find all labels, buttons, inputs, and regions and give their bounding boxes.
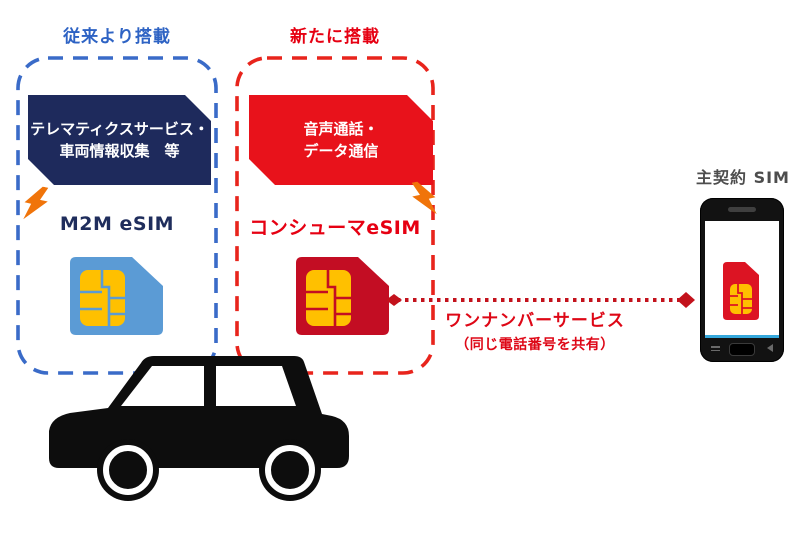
one-number-service-line2: （同じ電話番号を共有） <box>455 337 615 353</box>
new-group-dashed-outline <box>235 56 435 375</box>
phone-home-button <box>729 343 755 356</box>
voice-data-line2: データ通信 <box>303 142 379 160</box>
legacy-group-header: 従来より搭載 <box>63 27 171 47</box>
telematics-service-line1: テレマティクスサービス・ <box>30 119 209 138</box>
lightning-icon <box>23 186 49 220</box>
main-contract-sim-label: 主契約 SIM <box>696 168 790 187</box>
m2m-sim-card-icon <box>70 257 163 335</box>
m2m-esim-label: M2M eSIM <box>59 213 175 235</box>
car-icon <box>49 356 349 501</box>
phone-sim-card-icon <box>723 262 759 320</box>
one-number-service-label: ワンナンバーサービス （同じ電話番号を共有） <box>430 306 640 354</box>
one-number-service-line1: ワンナンバーサービス <box>445 311 625 331</box>
one-number-dotted-arrow <box>386 292 695 308</box>
legacy-group-dashed-outline <box>16 56 218 375</box>
phone-menu-icon <box>711 346 720 351</box>
voice-data-service-box: 音声通話・ データ通信 <box>249 95 433 185</box>
smartphone <box>700 198 784 362</box>
new-group-header: 新たに搭載 <box>290 27 380 47</box>
consumer-sim-card-icon <box>296 257 389 335</box>
voice-data-line1: 音声通話・ <box>303 119 379 138</box>
telematics-service-line2: 車両情報収集 等 <box>59 142 180 160</box>
phone-back-icon <box>767 344 773 352</box>
phone-speaker <box>728 207 756 212</box>
telematics-service-box: テレマティクスサービス・ 車両情報収集 等 <box>28 95 211 185</box>
lightning-icon <box>411 181 437 215</box>
consumer-esim-label: コンシューマeSIM <box>249 217 421 239</box>
